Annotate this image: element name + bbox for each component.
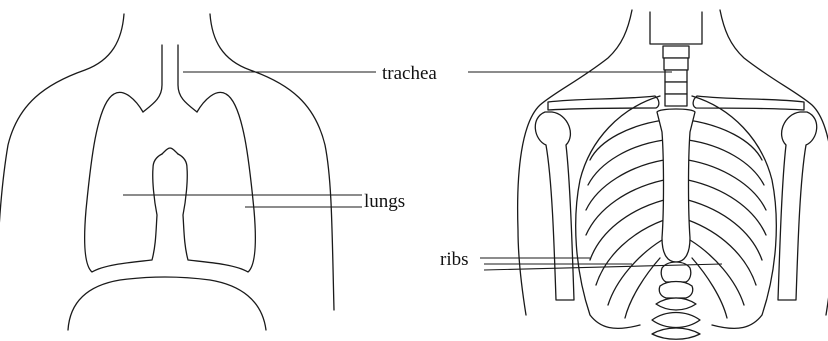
trachea-ring [665,94,687,106]
left-body-outline [0,14,124,260]
humerus-left [535,112,574,300]
left-lung [85,92,162,272]
skeleton-figure [518,10,828,339]
vertebra [659,282,693,299]
sternum [657,109,695,262]
rib [688,200,762,260]
heart-notch [162,148,178,154]
trachea-tube [143,45,197,112]
trachea-label: trachea [382,63,437,84]
trachea-rings [650,12,702,106]
rib [688,180,766,235]
trachea-ring [663,46,689,58]
rib [586,160,664,210]
rib [688,120,762,160]
rib-cage-outer-right [692,96,776,328]
trachea-ring [665,82,687,94]
neck-column [650,12,702,44]
vertebra [652,313,700,328]
ribs-label: ribs [440,249,469,270]
trachea-callout: trachea [183,63,672,84]
trachea-ring [664,58,688,70]
rib [688,160,766,210]
right-lung [178,92,255,272]
rib-cage-outer-left [576,96,660,328]
lungs-label: lungs [364,191,405,212]
rib [586,180,664,235]
humerus-right [778,112,817,300]
rib [608,240,662,305]
rib [590,120,664,160]
spine [652,262,700,339]
neck-right-outline [720,10,828,315]
lungs-figure [0,14,334,330]
rib [688,220,756,285]
rib [690,240,744,305]
rib [590,200,664,260]
rib [596,220,664,285]
vertebra [652,328,700,339]
vertebra [656,298,696,310]
abdomen-outline [68,277,266,330]
lungs-callout: lungs [123,191,405,212]
